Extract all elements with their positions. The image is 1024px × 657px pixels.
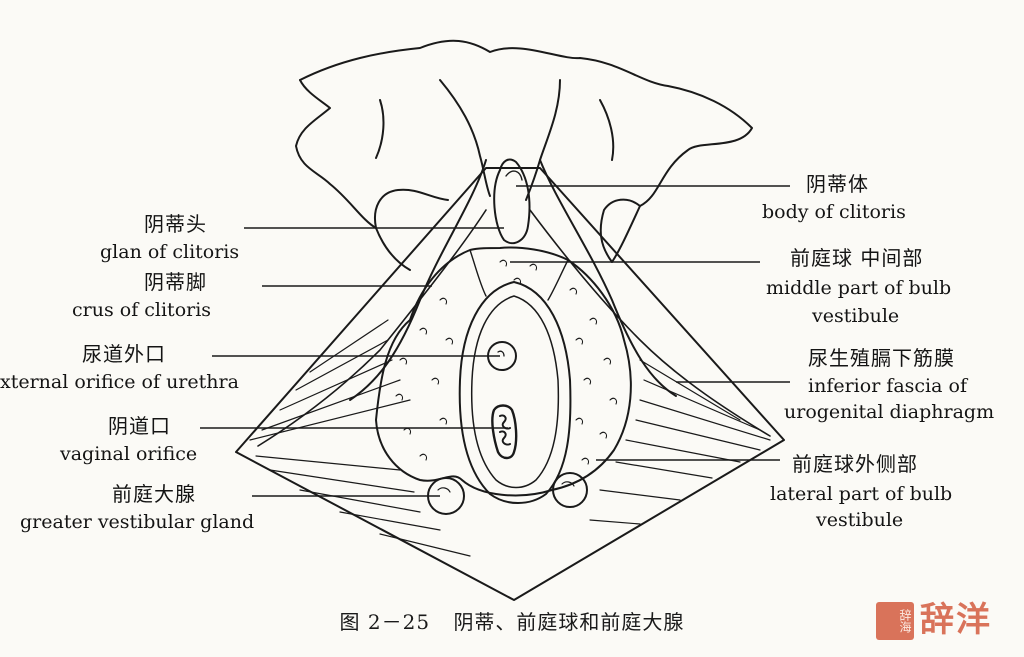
label-vaginal-cn: 阴道口	[108, 414, 171, 438]
label-lateral-bulb-en2: vestibule	[816, 509, 904, 531]
vestibular-bulb	[375, 246, 632, 497]
label-fascia-en1: inferior fascia of	[808, 375, 967, 397]
label-glans-cn: 阴蒂头	[144, 212, 207, 236]
vaginal-orifice-shape	[491, 404, 518, 460]
label-middle-bulb-cn: 前庭球 中间部	[790, 246, 924, 270]
label-middle-bulb-en2: vestibule	[812, 305, 900, 327]
seal-text: 辞海	[898, 609, 912, 633]
label-body-clitoris-cn: 阴蒂体	[806, 172, 869, 196]
labium-outline	[299, 39, 753, 263]
label-urethra-cn: 尿道外口	[82, 342, 166, 366]
vestibule-oval	[458, 281, 572, 504]
label-lateral-bulb-en1: lateral part of bulb	[770, 483, 953, 505]
label-crus-en: crus of clitoris	[72, 299, 212, 321]
label-gland-en: greater vestibular gland	[20, 511, 255, 533]
fascia-outline	[235, 167, 785, 601]
crus-outline-left	[257, 209, 487, 447]
watermark-text: 辞洋	[920, 600, 992, 640]
label-fascia-cn: 尿生殖膈下筋膜	[808, 346, 955, 370]
label-crus-cn: 阴蒂脚	[144, 270, 207, 294]
seal-icon	[876, 602, 914, 640]
vestibular-gland-right	[552, 472, 588, 508]
label-glans-en: glan of clitoris	[100, 241, 240, 263]
figure-title: 阴蒂、前庭球和前庭大腺	[453, 610, 685, 634]
label-middle-bulb-en1: middle part of bulb	[766, 277, 952, 299]
clitoris-body	[493, 158, 531, 245]
figure-caption: 图 2－25 阴蒂、前庭球和前庭大腺	[0, 606, 1024, 635]
label-urethra-en: xternal orifice of urethra	[0, 371, 239, 393]
label-vaginal-en: vaginal orifice	[60, 443, 198, 465]
label-fascia-en2: urogenital diaphragm	[784, 401, 995, 423]
label-lateral-bulb-cn: 前庭球外侧部	[792, 452, 918, 476]
watermark-logo: 辞海 辞洋	[876, 598, 1016, 644]
label-gland-cn: 前庭大腺	[112, 482, 196, 506]
figure-number: 图 2－25	[339, 610, 431, 634]
crus-outline-right	[529, 209, 771, 437]
label-body-clitoris-en: body of clitoris	[762, 201, 906, 223]
